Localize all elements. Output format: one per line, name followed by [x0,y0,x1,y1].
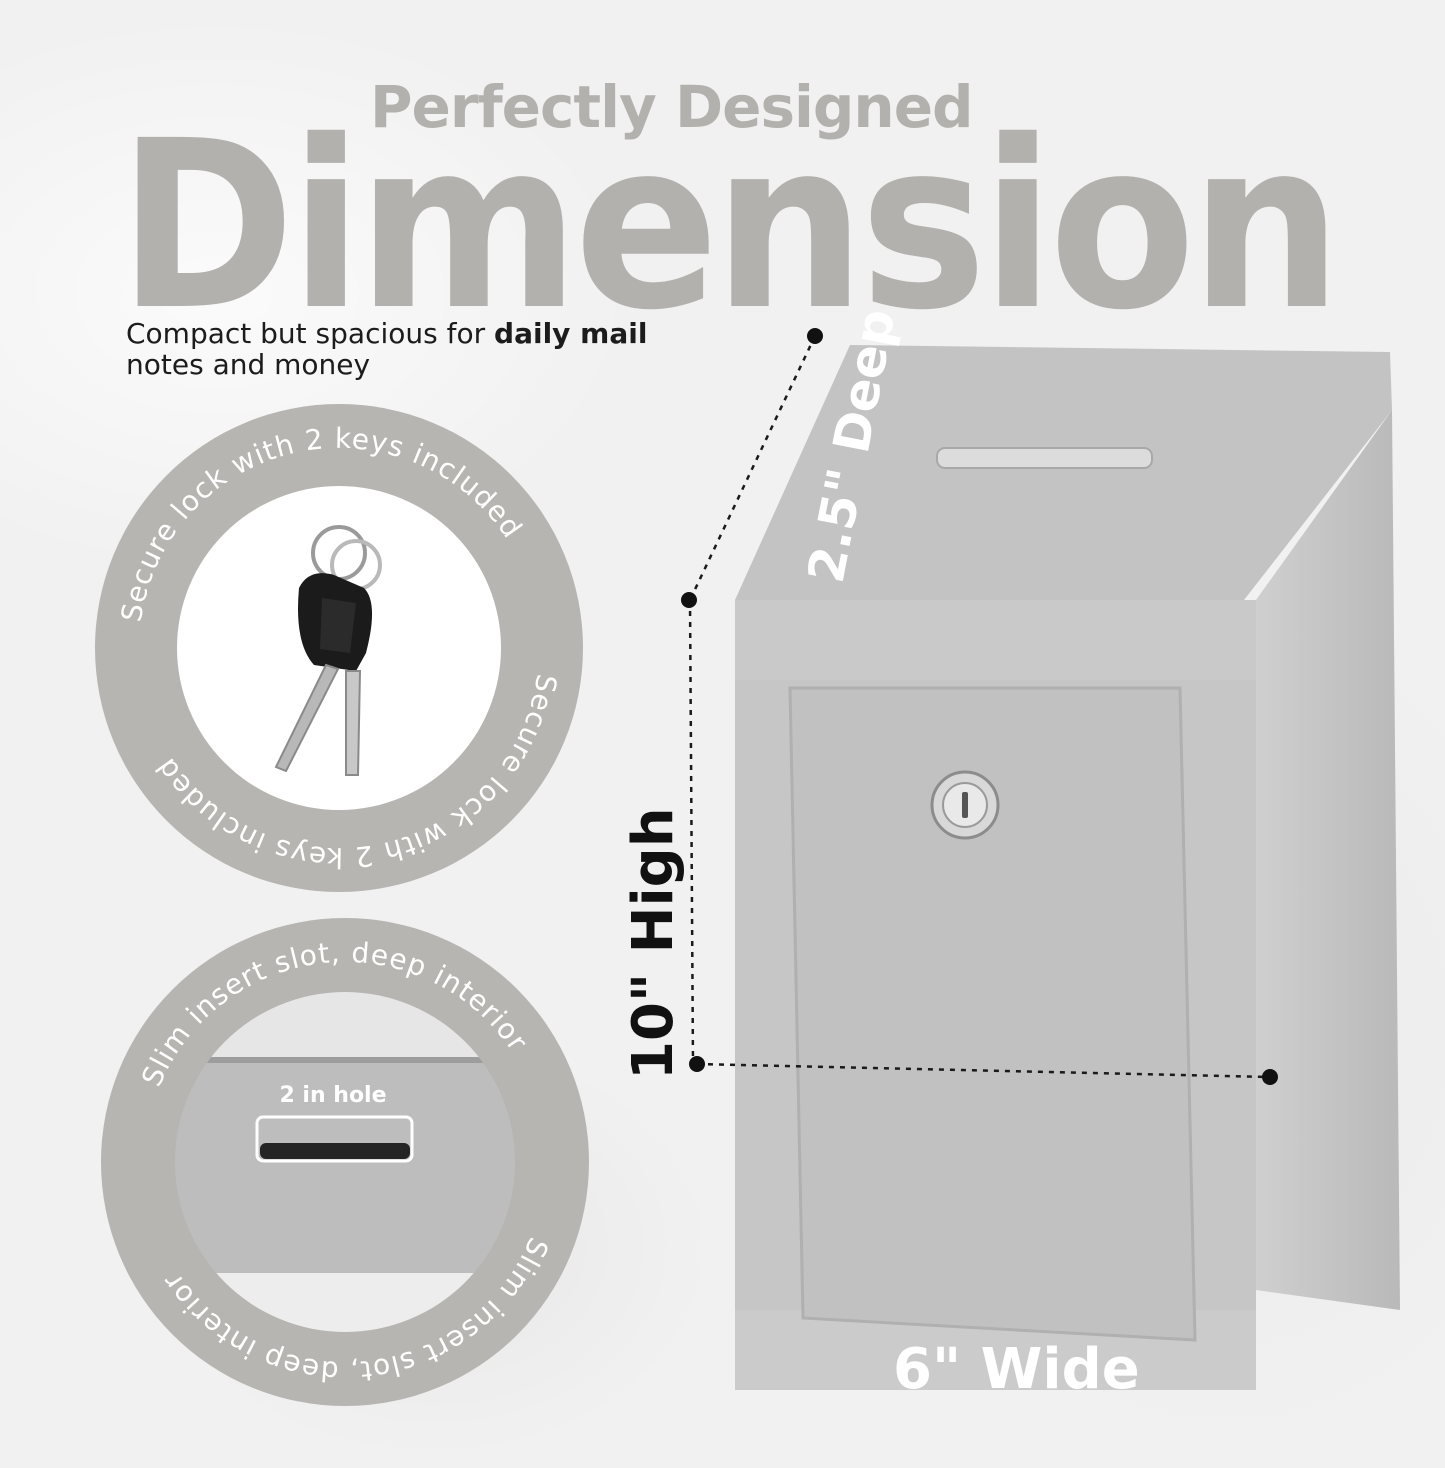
lock-icon [930,770,1000,840]
product-description: Compact but spacious for daily mail note… [126,318,726,381]
width-label: 6" Wide [893,1337,1140,1402]
mail-slot [936,447,1153,469]
feature-lock-keys: Secure lock with 2 keys included Secure … [94,403,584,893]
headline-subtitle: Perfectly Designed [370,73,974,141]
box-top-lid [735,345,1392,600]
box-front-header [735,600,1256,680]
box-side [1256,410,1400,1310]
keys-icon [274,525,382,776]
description-text: Compact but spacious for [126,317,495,350]
slot-circle: 2 in hole Slim insert slot, deep interio… [101,918,589,1406]
height-label: 10" High [621,807,686,1080]
mailbox-product [735,345,1400,1390]
description-text-line2: notes and money [126,348,371,382]
hole-size-label: 2 in hole [279,1083,386,1108]
description-bold-text: daily mail [494,317,648,350]
headline-title: Dimension [118,91,1342,361]
feature-slot: 2 in hole Slim insert slot, deep interio… [100,917,590,1407]
dimension-endpoints [681,328,1278,1085]
lock-keys-circle: Secure lock with 2 keys included Secure … [95,404,583,892]
dimension-lines [688,335,1271,1079]
box-door [788,686,1197,1342]
